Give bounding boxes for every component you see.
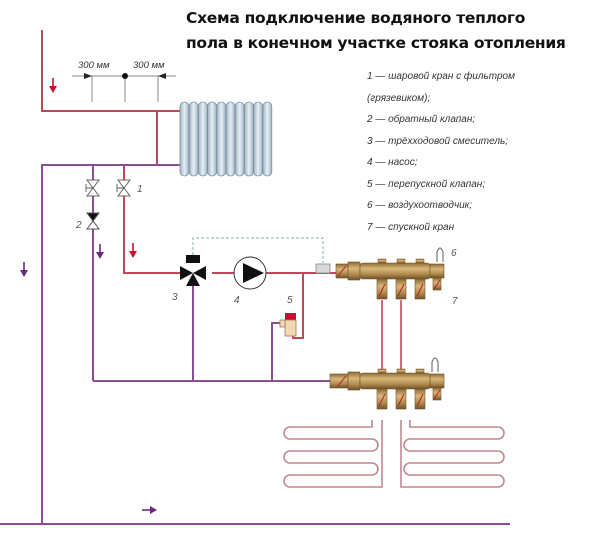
shutoff-valve-left: [85, 179, 100, 197]
drain-valve-mark: [433, 279, 441, 290]
label-pump: 4: [234, 295, 240, 306]
floor-supply-pipe: [123, 165, 186, 274]
inlet-valve-mark: [337, 375, 347, 387]
top-port: [396, 258, 406, 264]
radiator-fin: [179, 101, 190, 177]
label-air-vent: 6: [451, 248, 457, 259]
radiator-fin: [225, 101, 236, 177]
radiator-fin: [253, 101, 264, 177]
riser-supply-pipe: [41, 30, 180, 112]
legend-item: 4 — насос;: [367, 157, 418, 168]
supply-pipes: [41, 30, 402, 372]
label-drain-valve: 7: [452, 296, 458, 307]
radiator-fin: [243, 101, 254, 177]
end-cap: [429, 373, 445, 389]
outlet-valve-mark: [378, 283, 386, 297]
drain-valve-mark: [433, 389, 441, 400]
temperature-sensor: [315, 263, 331, 274]
legend-item: 3 — трёхходовой смеситель;: [367, 135, 509, 147]
legend-item: 1 — шаровой кран с фильтром: [367, 71, 515, 82]
top-port: [415, 258, 425, 264]
bypass-valve-5: [279, 313, 297, 337]
return-arrow-icon: [142, 506, 157, 514]
return-arrow-icon: [20, 262, 28, 277]
top-port: [377, 258, 387, 264]
radiator-fin: [188, 101, 199, 177]
outlet-valve-mark: [416, 393, 424, 407]
top-port: [377, 368, 387, 374]
dimension-marks: [72, 73, 176, 102]
label-ball-valve: 1: [137, 184, 143, 195]
dimension-right-label: 300 мм: [133, 60, 165, 71]
return-manifold: [329, 368, 445, 410]
supply-arrow-icon: [129, 243, 137, 258]
legend-item: 5 — перепускной клапан;: [367, 178, 486, 190]
outlet-valve-mark: [397, 283, 405, 297]
page-title: Схема подключение водяного теплого пола …: [186, 6, 596, 56]
outlet-valve-mark: [378, 393, 386, 407]
label-bypass-valve: 5: [287, 295, 293, 306]
inlet-valve-mark: [337, 265, 347, 277]
check-valve-2: [86, 212, 100, 230]
supply-arrow-icon: [49, 78, 57, 93]
underfloor-loops: [283, 420, 505, 488]
return-pipes: [0, 164, 510, 525]
end-cap: [429, 263, 445, 279]
union-nut: [347, 261, 361, 281]
supply-manifold: [335, 258, 445, 300]
union-nut: [347, 371, 361, 391]
top-port: [396, 368, 406, 374]
legend-item: (грязевиком);: [367, 92, 431, 104]
outlet-valve-mark: [416, 283, 424, 297]
legend: 1 — шаровой кран с фильтром (грязевиком)…: [367, 66, 597, 238]
radiator: [179, 101, 273, 177]
air-vent-bottom: [431, 357, 439, 372]
top-port: [415, 368, 425, 374]
three-way-mixer-3: [180, 255, 206, 286]
radiator-fin: [216, 101, 227, 177]
sensor-line: [192, 237, 324, 263]
radiator-fin: [207, 101, 218, 177]
floor-loop-left: [283, 420, 383, 488]
flow-arrows: [20, 78, 157, 514]
pump-4: [233, 256, 267, 290]
label-mixer: 3: [172, 292, 178, 303]
radiator-fin: [262, 101, 273, 177]
radiator-fin: [234, 101, 245, 177]
dimension-left-label: 300 мм: [78, 60, 110, 71]
floor-loop-right: [400, 420, 505, 488]
title-line-2: пола в конечном участке стояка отопления: [186, 34, 566, 52]
ball-valve-1: [116, 179, 131, 197]
manifold-body: [359, 262, 431, 280]
manifold-body: [359, 372, 431, 390]
radiator-return-pipe: [41, 164, 180, 524]
outlet-valve-mark: [397, 393, 405, 407]
legend-item: 6 — воздухоотводчик;: [367, 200, 473, 211]
bypass-return-pipe: [271, 322, 283, 381]
air-vent-6: [436, 247, 444, 262]
radiator-fin: [197, 101, 208, 177]
legend-item: 2 — обратный клапан;: [367, 114, 476, 125]
return-arrow-icon: [96, 244, 104, 259]
legend-item: 7 — спускной кран: [367, 221, 455, 233]
title-line-1: Схема подключение водяного теплого: [186, 9, 526, 27]
label-check-valve: 2: [75, 220, 82, 231]
